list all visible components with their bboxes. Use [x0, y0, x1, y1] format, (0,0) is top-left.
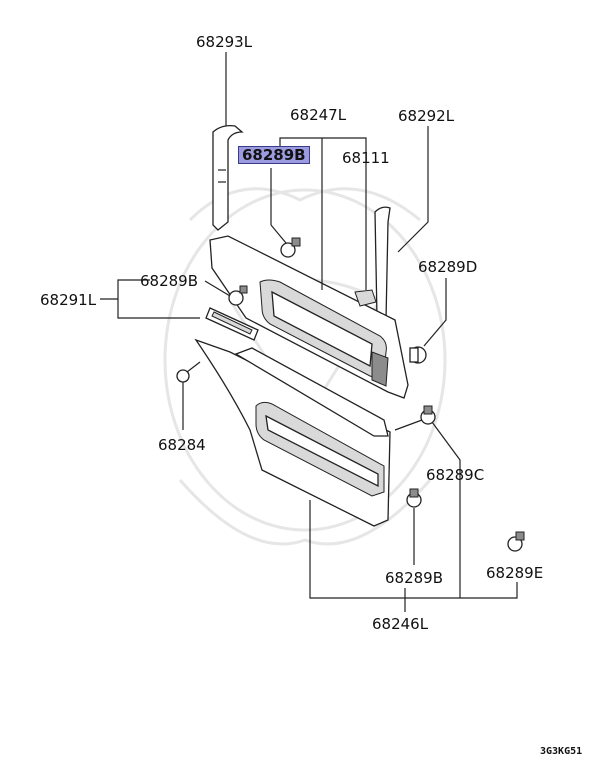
- label-68111: 68111: [342, 149, 390, 167]
- clip-68289B-top: [280, 237, 301, 258]
- armrest-pad-68291L: [205, 307, 259, 341]
- pillar-trim-68293L: [212, 124, 244, 231]
- label-68291L: 68291L: [40, 291, 97, 309]
- label-68289B-bottom: 68289B: [385, 569, 444, 587]
- clip-68289D: [409, 346, 427, 364]
- label-68293L: 68293L: [196, 33, 253, 51]
- diagram-code: 3G3KG51: [540, 746, 583, 757]
- label-68247L: 68247L: [290, 106, 347, 124]
- leader-68289D: [423, 278, 447, 347]
- clip-68289C: [420, 405, 436, 425]
- label-68289B-top-highlighted: 68289B: [238, 146, 310, 164]
- leader-68289C: [394, 419, 423, 431]
- label-68284: 68284: [158, 436, 206, 454]
- leader-68289B-left: [204, 280, 231, 297]
- clip-68289B-bottom: [406, 488, 422, 508]
- label-68292L: 68292L: [398, 107, 455, 125]
- leader-68246L: [309, 500, 518, 599]
- leader-68291L: [117, 279, 150, 299]
- label-68289B-left: 68289B: [140, 272, 199, 290]
- screw-68284: [176, 361, 201, 383]
- clip-68111: [354, 289, 377, 307]
- label-68289D: 68289D: [418, 258, 478, 276]
- lower-trim-68246L: [194, 338, 391, 527]
- label-68289E: 68289E: [486, 564, 544, 582]
- label-68289C: 68289C: [426, 466, 485, 484]
- clip-68289B-left: [228, 285, 248, 306]
- label-68246L: 68246L: [372, 615, 429, 633]
- leader-68292L: [397, 126, 429, 253]
- clip-68289E: [507, 531, 525, 552]
- upper-trim-68247L: [209, 235, 409, 399]
